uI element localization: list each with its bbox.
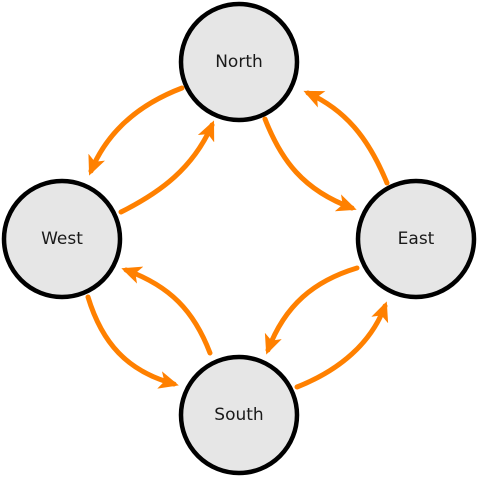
edge-south-to-west xyxy=(121,266,213,356)
node-north-label: North xyxy=(215,52,263,72)
edge-west-to-south xyxy=(85,294,179,389)
edge-east-to-south xyxy=(264,265,360,355)
edge-south-to-east xyxy=(294,301,389,390)
node-north: North xyxy=(178,1,300,123)
node-west: West xyxy=(1,178,123,300)
node-east: East xyxy=(355,178,477,300)
node-east-label: East xyxy=(398,229,435,249)
node-south-label: South xyxy=(214,405,263,425)
edge-north-to-west xyxy=(88,85,185,176)
node-south: South xyxy=(178,354,300,476)
edge-north-to-east xyxy=(262,116,357,212)
edge-east-to-north xyxy=(303,90,390,186)
node-west-label: West xyxy=(41,229,83,249)
edge-west-to-north xyxy=(118,120,215,215)
